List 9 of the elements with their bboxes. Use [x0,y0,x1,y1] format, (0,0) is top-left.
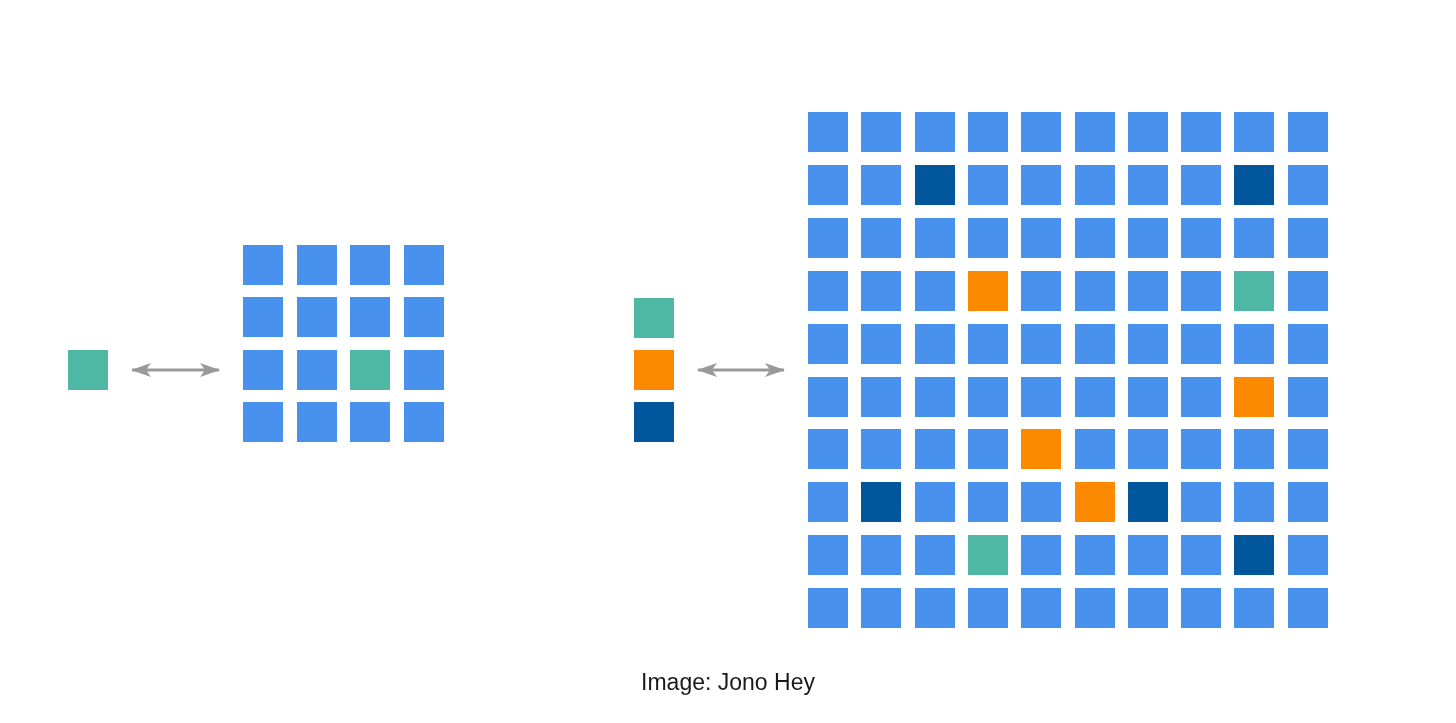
square [634,298,674,338]
double-headed-arrow [131,363,220,377]
double-headed-arrow [697,363,785,377]
square [634,402,674,442]
caption: Image: Jono Hey [641,668,815,696]
square [634,350,674,390]
square-grid [243,245,445,442]
square-grid [808,112,1328,629]
square [68,350,108,390]
